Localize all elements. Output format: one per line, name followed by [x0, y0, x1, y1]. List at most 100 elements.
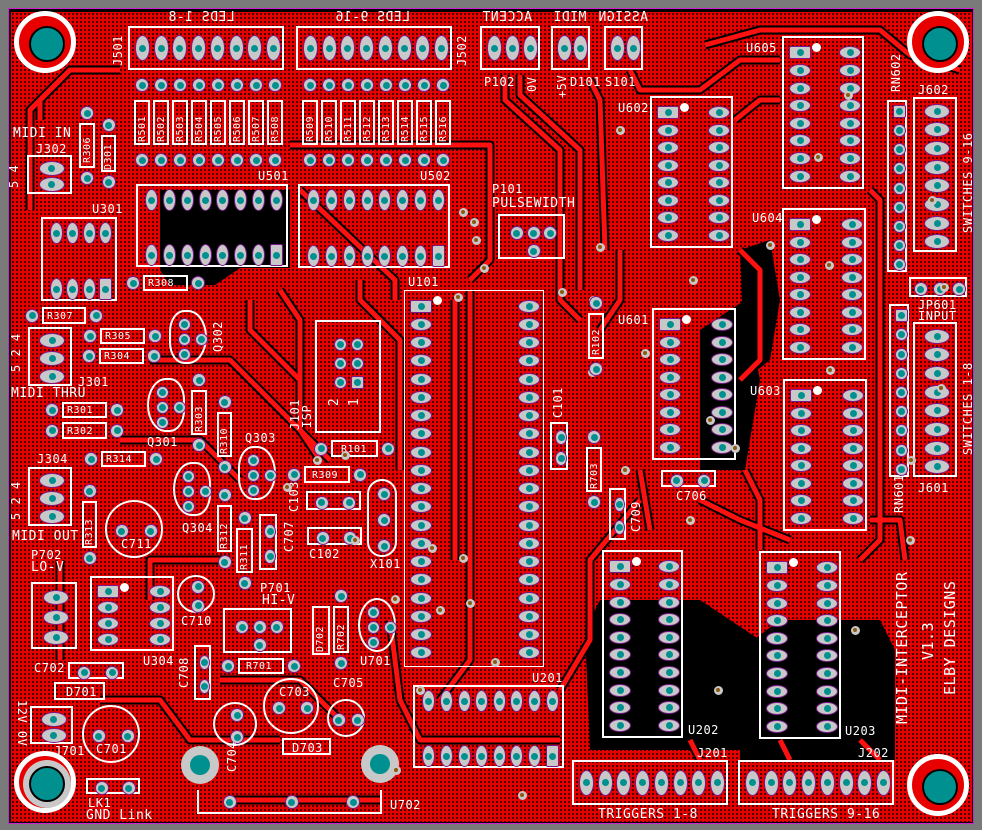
- resistor-r508: R508: [267, 100, 283, 145]
- solder-pad: [816, 561, 838, 575]
- u502-label: U502: [420, 169, 451, 183]
- solder-pad: [614, 520, 625, 535]
- r513-label: R513: [381, 115, 392, 142]
- c702-label: C702: [34, 661, 65, 675]
- solder-pad: [609, 35, 625, 61]
- via: [471, 235, 481, 245]
- solder-pad: [334, 589, 348, 603]
- via: [640, 348, 650, 358]
- solder-pad: [153, 35, 169, 61]
- c709-label: C709: [629, 501, 643, 532]
- solder-pad: [708, 176, 730, 190]
- solder-pad: [217, 488, 232, 502]
- via: [824, 260, 834, 270]
- solder-pad: [80, 171, 94, 185]
- solder-pad: [191, 35, 207, 61]
- resistor-r703: R703: [586, 447, 602, 492]
- regulator-u702: [197, 790, 382, 814]
- solder-pad: [924, 459, 950, 475]
- solder-pad: [192, 438, 206, 452]
- solder-pad: [251, 244, 265, 266]
- ic-u605: [782, 36, 864, 189]
- solder-pad: [708, 141, 730, 155]
- solder-pad: [410, 463, 432, 477]
- ic-u502: [298, 184, 450, 268]
- trace: [247, 300, 302, 382]
- ic-u603: [783, 379, 867, 531]
- solder-pad: [181, 469, 195, 483]
- solder-pad: [321, 35, 337, 61]
- solder-pad: [609, 630, 631, 644]
- trimmer-pot-p702[interactable]: [31, 582, 77, 649]
- solder-pad: [303, 153, 317, 167]
- solder-pad: [510, 745, 524, 767]
- mounting-hole-top-right: [907, 11, 969, 73]
- trimmer-pot-p701[interactable]: [223, 608, 292, 653]
- r505-label: R505: [213, 115, 224, 142]
- accent-label: ACCENT: [482, 10, 532, 25]
- midi-label: MIDI: [553, 10, 587, 25]
- j304-label: J304: [37, 452, 68, 466]
- solder-pad: [876, 769, 892, 796]
- resistor-r301: R301: [62, 402, 107, 418]
- c703-label: C703: [279, 685, 310, 699]
- via: [813, 152, 823, 162]
- j502-label: J502: [455, 35, 469, 66]
- solder-pad: [211, 153, 225, 167]
- trace: [587, 78, 608, 251]
- solder-pad: [892, 200, 906, 214]
- rn601-label: RN601: [892, 474, 906, 513]
- solder-pad: [431, 245, 445, 267]
- diode-d702: D702: [312, 606, 330, 655]
- solder-pad: [322, 78, 336, 92]
- solder-pad: [659, 405, 681, 419]
- solder-pad: [816, 649, 838, 663]
- solder-pad: [181, 499, 195, 513]
- trace: [27, 78, 62, 210]
- solder-pad: [340, 35, 356, 61]
- solder-pad: [659, 388, 681, 402]
- solder-pad: [80, 106, 94, 120]
- solder-pad: [658, 665, 680, 679]
- solder-pad: [235, 620, 250, 635]
- capacitor-c709: [609, 488, 626, 540]
- r311-label: R311: [239, 543, 250, 570]
- solder-pad: [789, 288, 811, 302]
- resistor-r702: R702: [333, 606, 349, 653]
- via: [282, 482, 292, 492]
- c701-label: C701: [96, 742, 127, 756]
- solder-pad: [609, 577, 631, 591]
- solder-pad: [82, 278, 96, 300]
- solder-pad: [518, 390, 540, 404]
- j701-label: J701: [54, 744, 85, 758]
- r702-label: R702: [336, 623, 347, 650]
- solder-pad: [410, 500, 432, 514]
- via: [765, 240, 775, 250]
- solder-pad: [492, 745, 506, 767]
- jumper-jp601[interactable]: [909, 277, 967, 297]
- solder-pad: [366, 620, 380, 634]
- j202-label: J202: [858, 746, 889, 760]
- solder-pad: [325, 189, 339, 211]
- solder-pad: [518, 628, 540, 642]
- solder-pad: [589, 296, 603, 310]
- hi-v-label: HI-V: [262, 593, 296, 608]
- trace: [742, 468, 763, 550]
- solder-pad: [300, 701, 314, 715]
- solder-pad: [658, 648, 680, 662]
- r701-label: R701: [246, 661, 273, 672]
- solder-pad: [711, 318, 733, 332]
- solder-pad: [609, 648, 631, 662]
- solder-pad: [457, 745, 471, 767]
- solder-pad: [230, 78, 244, 92]
- solder-pad: [816, 719, 838, 733]
- trimmer-pot-p101[interactable]: [498, 214, 565, 259]
- connector-j301: [28, 327, 72, 386]
- solder-pad: [101, 175, 116, 189]
- solder-pad: [177, 347, 191, 361]
- solder-pad: [342, 495, 357, 510]
- gnd-link-lk1[interactable]: [86, 778, 140, 795]
- solder-pad: [924, 141, 950, 157]
- via: [595, 242, 605, 252]
- solder-pad: [39, 368, 65, 384]
